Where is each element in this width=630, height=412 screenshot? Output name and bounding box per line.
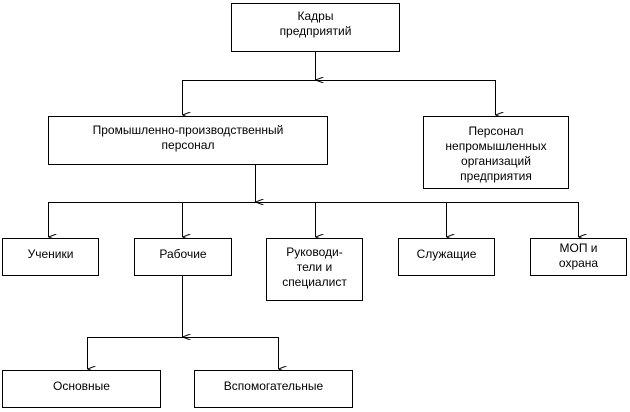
node-label: Кадры предприятий [279, 9, 352, 38]
node-mop: МОП и охрана [530, 238, 627, 276]
node-industrial: Промышленно-производственный персонал [48, 116, 328, 165]
node-label: Основные [53, 379, 110, 393]
node-employees: Служащие [398, 238, 495, 276]
node-main: Основные [2, 370, 161, 408]
node-label: Рабочие [159, 247, 207, 261]
node-label: Вспомогательные [223, 379, 324, 393]
node-label: Персонал непромышленных организаций пред… [445, 124, 547, 183]
node-label: МОП и охрана [558, 241, 599, 270]
node-label: Промышленно-производственный персонал [92, 123, 284, 152]
node-apprentices: Ученики [2, 238, 99, 276]
node-label: Ученики [27, 247, 74, 261]
node-workers: Рабочие [134, 238, 232, 276]
node-auxiliary: Вспомогательные [194, 370, 353, 408]
node-managers: Руководи- тели и специалист [266, 238, 363, 301]
node-label: Служащие [416, 247, 477, 261]
node-nonindustrial: Персонал непромышленных организаций пред… [423, 116, 569, 189]
node-root: Кадры предприятий [231, 3, 400, 52]
node-label: Руководи- тели и специалист [282, 245, 347, 289]
